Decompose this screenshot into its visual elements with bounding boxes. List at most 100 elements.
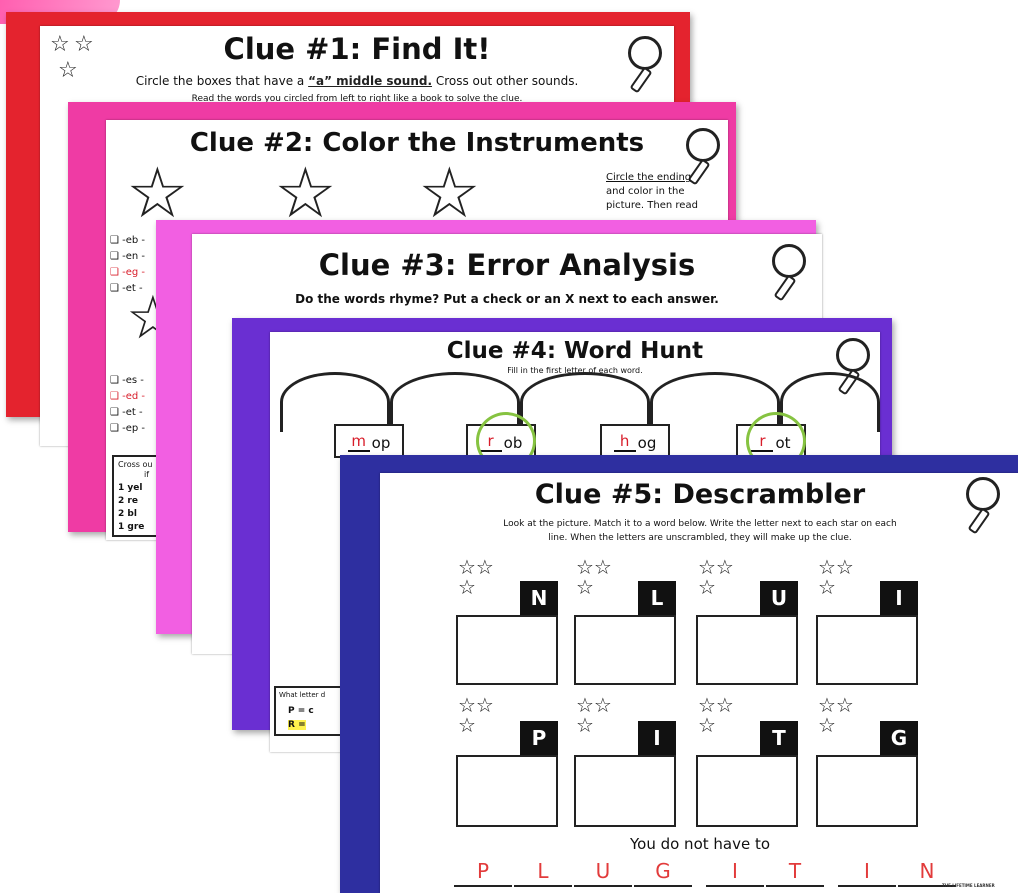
- nut-icon: [456, 755, 558, 827]
- clue2-key-text: if: [144, 470, 150, 479]
- star-outline-icon: ☆☆: [458, 693, 494, 717]
- answer-slot[interactable]: Tbun: [766, 857, 824, 893]
- star-icon: ☆: [58, 58, 78, 83]
- star-outline-icon: ☆: [274, 152, 337, 234]
- clue2-key-item: 1 gre: [118, 522, 145, 532]
- tug-of-war-icon: [816, 755, 918, 827]
- arch-outline: [390, 372, 520, 432]
- star-icon: ☆: [50, 32, 70, 57]
- tile-letter: I: [880, 581, 918, 615]
- star-outline-icon: ☆: [576, 575, 594, 599]
- star-outline-icon: ☆: [126, 152, 189, 234]
- answer-slot[interactable]: Pnut: [454, 857, 512, 893]
- star-outline-icon: ☆☆: [458, 555, 494, 579]
- arch-outline: [650, 372, 780, 432]
- tile-letter: U: [760, 581, 798, 615]
- clue2-key-item: 2 bl: [118, 509, 137, 519]
- answer-letter: I: [706, 857, 764, 887]
- star-outline-icon: ☆: [418, 152, 481, 234]
- kids-hugging-icon: [456, 615, 558, 685]
- star-outline-icon: ☆: [818, 575, 836, 599]
- option-checkbox[interactable]: ❑ -et -: [110, 407, 143, 418]
- star-outline-icon: ☆☆: [818, 693, 854, 717]
- answer-letter: P: [454, 857, 512, 887]
- answer-letter: N: [898, 857, 956, 887]
- star-outline-icon: ☆: [576, 713, 594, 737]
- star-outline-icon: ☆: [458, 575, 476, 599]
- arch-outline: [780, 372, 880, 432]
- tile-letter: N: [520, 581, 558, 615]
- tile-letter: I: [638, 721, 676, 755]
- clue5-footer-text: You do not have to: [629, 835, 771, 853]
- answer-letter: T: [766, 857, 824, 887]
- magnifier-icon: [836, 338, 870, 372]
- clue2-side-text: Circle the ending: [606, 172, 692, 183]
- clue4-key-item: P = c: [288, 706, 314, 716]
- answer-slot[interactable]: Usun: [574, 857, 632, 893]
- first-letter[interactable]: h: [613, 432, 636, 452]
- clue1-instruction: Circle the boxes that have a “a” middle …: [135, 74, 579, 88]
- clue2-key-text: Cross ou: [118, 460, 153, 469]
- tile-letter: T: [760, 721, 798, 755]
- answer-slot[interactable]: Icup: [838, 857, 896, 893]
- brand-mark: THE LIFETIME LEARNER: [942, 883, 995, 888]
- clue5-sheet: Clue #5: Descrambler Look at the picture…: [380, 473, 1018, 893]
- star-outline-icon: ☆: [698, 713, 716, 737]
- option-checkbox[interactable]: ❑ -es -: [110, 375, 144, 386]
- star-outline-icon: ☆☆: [576, 693, 612, 717]
- clue4-key-text: What letter d: [279, 691, 326, 699]
- star-outline-icon: ☆: [458, 713, 476, 737]
- star-outline-icon: ☆☆: [576, 555, 612, 579]
- clue5-instruction: line. When the letters are unscrambled, …: [548, 533, 852, 543]
- word-ending: op: [371, 434, 391, 452]
- boy-eating-icon: [574, 615, 676, 685]
- answer-letter: G: [634, 857, 692, 887]
- option-checkbox[interactable]: ❑ -eg -: [110, 267, 146, 278]
- sun-icon: [696, 615, 798, 685]
- option-checkbox[interactable]: ❑ -ed -: [110, 391, 146, 402]
- option-checkbox[interactable]: ❑ -en -: [110, 251, 146, 262]
- clue2-side-text: and color in the: [606, 186, 685, 197]
- answer-letter: L: [514, 857, 572, 887]
- answer-slot[interactable]: Ibus: [706, 857, 764, 893]
- star-outline-icon: ☆☆: [698, 555, 734, 579]
- bus-icon: [816, 615, 918, 685]
- magnifier-icon: [628, 36, 662, 70]
- clue1-subline: Read the words you circled from left to …: [191, 94, 523, 104]
- star-icon: ☆: [74, 32, 94, 57]
- arch-outline: [280, 372, 390, 432]
- option-checkbox[interactable]: ❑ -eb -: [110, 235, 146, 246]
- magnifier-icon: [966, 477, 1000, 511]
- star-outline-icon: ☆: [818, 713, 836, 737]
- answer-slot[interactable]: Lyum: [514, 857, 572, 893]
- clue5-instruction: Look at the picture. Match it to a word …: [503, 519, 897, 529]
- option-checkbox[interactable]: ❑ -ep -: [110, 423, 146, 434]
- tile-letter: P: [520, 721, 558, 755]
- word-ending: og: [637, 434, 657, 452]
- clue3-title: Clue #3: Error Analysis: [318, 248, 696, 282]
- option-checkbox[interactable]: ❑ -et -: [110, 283, 143, 294]
- clue2-title: Clue #2: Color the Instruments: [189, 128, 645, 158]
- magnifier-icon: [686, 128, 720, 162]
- clue5-title: Clue #5: Descrambler: [534, 479, 866, 510]
- clue2-key-item: 2 re: [118, 496, 138, 506]
- tile-letter: L: [638, 581, 676, 615]
- first-letter[interactable]: m: [347, 432, 370, 452]
- burger-icon: [696, 755, 798, 827]
- answer-letter: U: [574, 857, 632, 887]
- answer-slot[interactable]: Gtug: [634, 857, 692, 893]
- clue2-side-text: picture. Then read: [606, 200, 698, 211]
- clue4-key-item: R =: [288, 720, 306, 730]
- magnifier-icon: [772, 244, 806, 278]
- clue5-frame: Clue #5: Descrambler Look at the picture…: [340, 455, 1018, 893]
- tile-letter: G: [880, 721, 918, 755]
- cup-icon: [574, 755, 676, 827]
- clue3-instruction: Do the words rhyme? Put a check or an X …: [295, 292, 719, 306]
- arch-outline: [520, 372, 650, 432]
- star-outline-icon: ☆☆: [698, 693, 734, 717]
- clue2-key-item: 1 yel: [118, 483, 143, 493]
- clue4-title: Clue #4: Word Hunt: [446, 338, 704, 364]
- clue4-instruction: Fill in the first letter of each word.: [507, 366, 643, 375]
